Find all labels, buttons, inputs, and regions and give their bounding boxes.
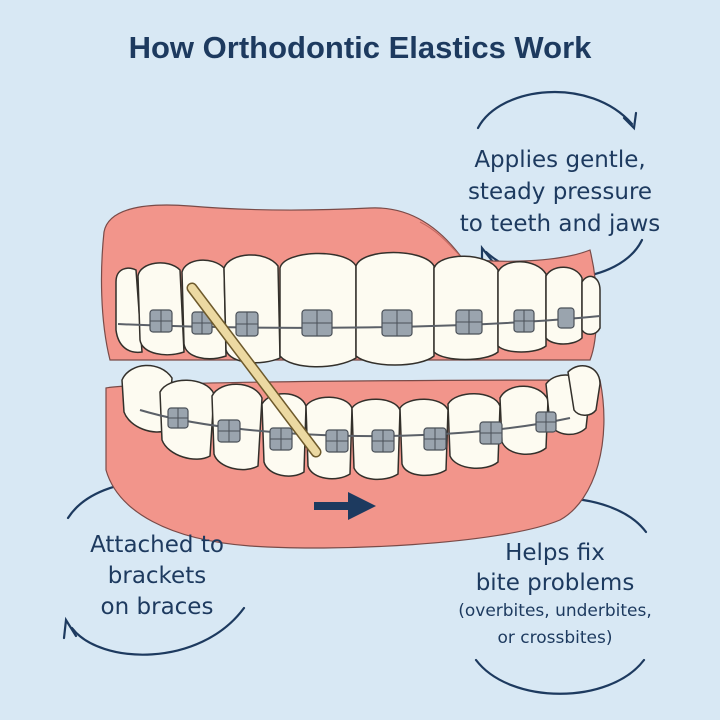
caption-bite-detail: (overbites, underbites, (458, 601, 652, 621)
caption-attached-line: on braces (100, 594, 214, 620)
caption-pressure-line: Applies gentle, (474, 147, 646, 173)
elastic-band (186, 282, 322, 458)
caption-bite: Helps fix bite problems (overbites, unde… (430, 538, 680, 652)
page-title: How Orthodontic Elastics Work (128, 30, 592, 65)
caption-attached-line: brackets (107, 563, 207, 589)
caption-pressure: Applies gentle, steady pressure to teeth… (440, 144, 680, 240)
caption-bite-line: Helps fix (505, 540, 605, 566)
caption-pressure-line: steady pressure (467, 179, 653, 205)
right-arrow-icon (314, 492, 376, 520)
caption-attached: Attached to brackets on braces (52, 530, 262, 623)
caption-attached-line: Attached to (90, 532, 224, 558)
upper-archwire (117, 315, 601, 329)
caption-bite-detail: or crossbites) (497, 628, 613, 648)
caption-pressure-line: to teeth and jaws (459, 211, 661, 237)
caption-bite-line: bite problems (475, 570, 635, 596)
